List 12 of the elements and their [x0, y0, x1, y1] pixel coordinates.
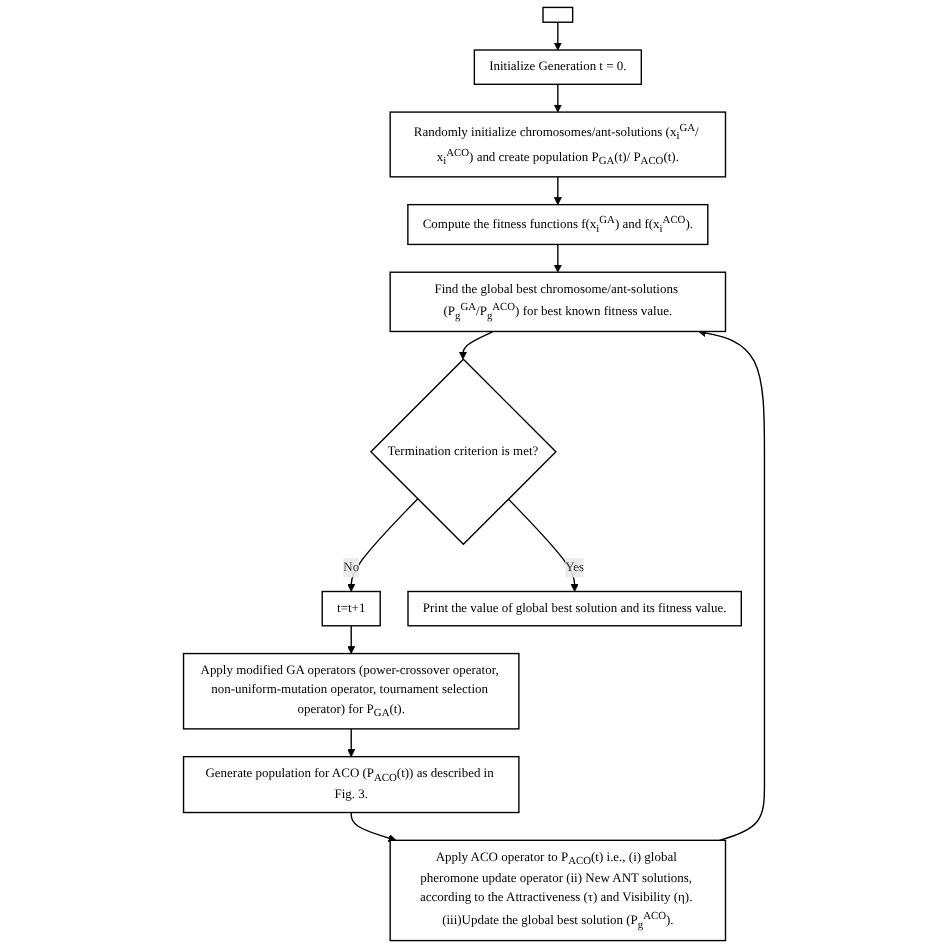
arrow — [458, 330, 494, 360]
arrow — [553, 176, 562, 205]
arrow — [698, 329, 766, 841]
arrow — [350, 811, 397, 843]
arrow — [507, 498, 579, 592]
arrow — [347, 728, 356, 758]
arrow — [347, 625, 356, 654]
arrow — [553, 21, 562, 51]
arrow — [553, 83, 562, 113]
arrow — [347, 498, 419, 592]
arrow — [553, 243, 562, 273]
node-box — [542, 6, 574, 23]
